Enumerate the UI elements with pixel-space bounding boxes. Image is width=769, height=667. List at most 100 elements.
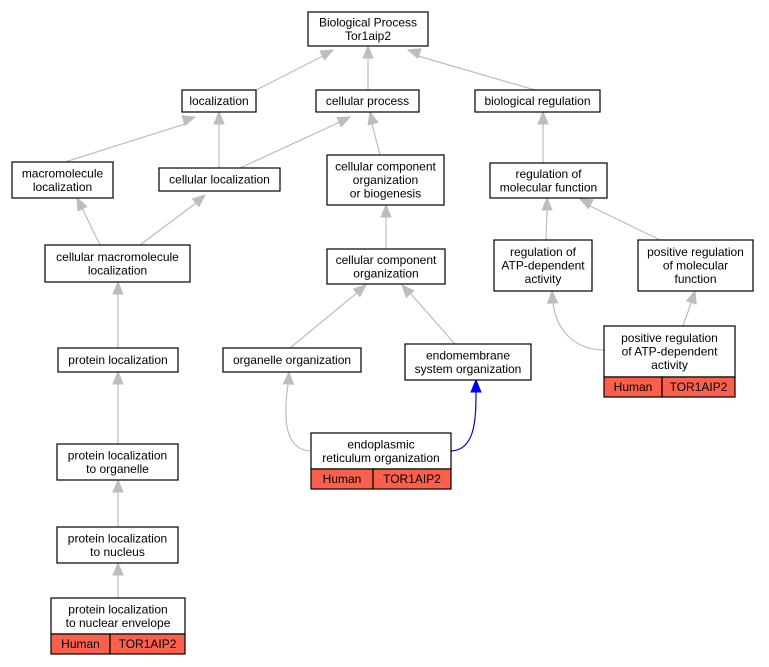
term-box bbox=[603, 325, 736, 378]
edge-arrowhead bbox=[352, 284, 367, 298]
term-label-line: cellular process bbox=[326, 94, 409, 108]
edge-arrowhead bbox=[578, 198, 594, 210]
term-node-cl[interactable]: cellular localization bbox=[158, 167, 281, 192]
term-label-line: positive regulation bbox=[647, 245, 744, 259]
edge-arrowhead bbox=[367, 110, 379, 126]
term-node-cp[interactable]: cellular process bbox=[315, 89, 420, 113]
edge-line bbox=[139, 202, 197, 246]
term-node-oo[interactable]: organelle organization bbox=[222, 347, 362, 373]
edge-arrowhead bbox=[470, 378, 482, 393]
edges-layer bbox=[64, 44, 697, 598]
edge-arrowhead bbox=[336, 116, 352, 128]
term-box bbox=[310, 432, 452, 470]
term-label-line: organization bbox=[353, 266, 418, 280]
term-box bbox=[158, 167, 281, 192]
term-label-line: cellular component bbox=[336, 253, 437, 267]
term-label-line: system organization bbox=[415, 362, 522, 376]
term-label-line: reticulum organization bbox=[322, 451, 439, 465]
edge-arrowhead bbox=[76, 196, 88, 212]
term-label-line: organelle organization bbox=[233, 353, 351, 367]
term-label-line: regulation of bbox=[510, 245, 577, 259]
term-label-line: cellular macromolecule bbox=[56, 250, 179, 264]
term-label-line: protein localization bbox=[68, 353, 167, 367]
gene-cell-box bbox=[372, 468, 452, 490]
term-label-line: molecular function bbox=[500, 180, 597, 194]
term-label-line: ATP-dependent bbox=[501, 259, 585, 273]
term-label-line: activity bbox=[525, 272, 562, 286]
term-box bbox=[404, 343, 532, 381]
edge-arrowhead bbox=[319, 49, 335, 61]
species-cell: Human bbox=[61, 637, 100, 651]
annotation-row: Human TOR1AIP2 bbox=[310, 468, 452, 490]
annotation-row: Human TOR1AIP2 bbox=[50, 633, 186, 655]
term-box bbox=[44, 244, 191, 283]
term-label-line: localization bbox=[189, 94, 248, 108]
term-box bbox=[474, 89, 601, 113]
term-label-line: localization bbox=[88, 263, 147, 277]
edge-arrowhead bbox=[685, 289, 697, 305]
term-box bbox=[222, 347, 362, 373]
term-label-line: Tor1aip2 bbox=[345, 29, 391, 43]
edge-line bbox=[255, 55, 324, 91]
edge-line bbox=[289, 291, 359, 349]
term-label-line: to organelle bbox=[86, 462, 149, 476]
term-label-line: protein localization bbox=[68, 531, 167, 545]
edge-line bbox=[417, 55, 536, 91]
edge-line bbox=[682, 302, 692, 327]
term-label-line: of ATP-dependent bbox=[622, 345, 719, 359]
term-label-line: of molecular bbox=[663, 259, 728, 273]
term-node-loc[interactable]: localization bbox=[181, 89, 257, 113]
edge-line bbox=[450, 391, 477, 452]
term-box bbox=[637, 239, 754, 292]
edge-line bbox=[589, 205, 661, 241]
edge-arrowhead bbox=[112, 370, 124, 385]
edge-line bbox=[285, 383, 312, 452]
edge-arrowhead bbox=[213, 110, 225, 125]
term-label-line: Biological Process bbox=[319, 15, 417, 29]
gene-cell-box bbox=[661, 376, 736, 398]
edge-arrowhead bbox=[380, 203, 392, 218]
term-node-pl[interactable]: protein localization bbox=[57, 347, 179, 373]
term-box bbox=[11, 161, 114, 199]
term-label-line: macromolecule bbox=[22, 166, 104, 180]
term-box bbox=[50, 597, 186, 635]
term-node-br[interactable]: biological regulation bbox=[474, 89, 601, 113]
term-label-line: endomembrane bbox=[426, 348, 510, 362]
edge-line bbox=[81, 207, 101, 246]
term-box bbox=[315, 89, 420, 113]
edge-line bbox=[371, 123, 381, 156]
gene-cell: TOR1AIP2 bbox=[119, 637, 177, 651]
species-cell: Human bbox=[323, 472, 362, 486]
edge-line bbox=[239, 121, 341, 169]
term-box bbox=[56, 443, 179, 481]
term-box bbox=[56, 526, 179, 564]
edge-arrowhead bbox=[546, 289, 559, 304]
edge-line bbox=[545, 209, 548, 241]
term-label-line: endoplasmic bbox=[347, 437, 414, 451]
edge-arrowhead bbox=[401, 284, 415, 299]
edge-arrowhead bbox=[282, 370, 295, 385]
gene-cell-box bbox=[109, 633, 186, 655]
term-label-line: cellular localization bbox=[169, 173, 270, 187]
term-box bbox=[57, 347, 179, 373]
gene-cell: TOR1AIP2 bbox=[383, 472, 441, 486]
edge-arrowhead bbox=[362, 44, 374, 59]
term-label-line: cellular component bbox=[335, 160, 436, 174]
term-label-line: localization bbox=[33, 180, 92, 194]
